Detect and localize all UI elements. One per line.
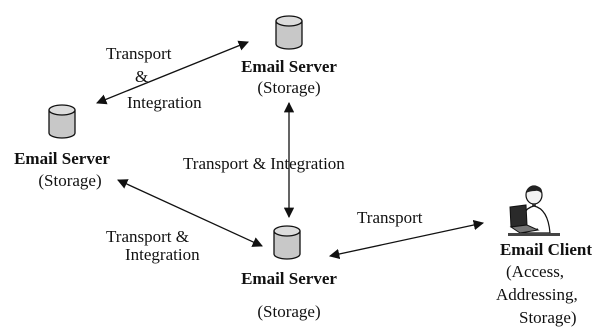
person-at-laptop-icon — [508, 185, 560, 236]
edge-bottom-client-arrow — [328, 219, 485, 260]
edge-left-top-label-line3: Integration — [127, 93, 202, 112]
server-bottom-title: Email Server — [241, 269, 337, 288]
client-title: Email Client — [499, 240, 593, 259]
server-left-database-icon — [48, 104, 76, 139]
edge-left-bottom-label-line1: Transport & — [106, 227, 189, 246]
client-subtitle-line2: Addressing, — [496, 285, 578, 304]
edge-left-top-label-line1: Transport — [106, 44, 172, 63]
edge-bottom-client-label: Transport — [357, 208, 423, 227]
client-subtitle-line1: (Access, — [506, 262, 565, 281]
server-left-title: Email Server — [14, 149, 110, 168]
edge-left-bottom-label-line2: Integration — [125, 245, 200, 264]
client-subtitle-line3: Storage) — [519, 308, 577, 327]
edge-left-bottom-arrow — [117, 179, 263, 247]
server-bottom-database-icon — [273, 225, 301, 260]
edge-top-bottom-label: Transport & Integration — [183, 154, 345, 173]
server-top-title: Email Server — [241, 57, 337, 76]
server-top-database-icon — [275, 15, 303, 50]
server-bottom-subtitle: (Storage) — [257, 302, 321, 321]
edge-left-top-arrow — [96, 40, 249, 105]
edge-left-top-label-line2: & — [135, 67, 149, 86]
server-top-subtitle: (Storage) — [257, 78, 321, 97]
server-left-subtitle: (Storage) — [38, 171, 102, 190]
